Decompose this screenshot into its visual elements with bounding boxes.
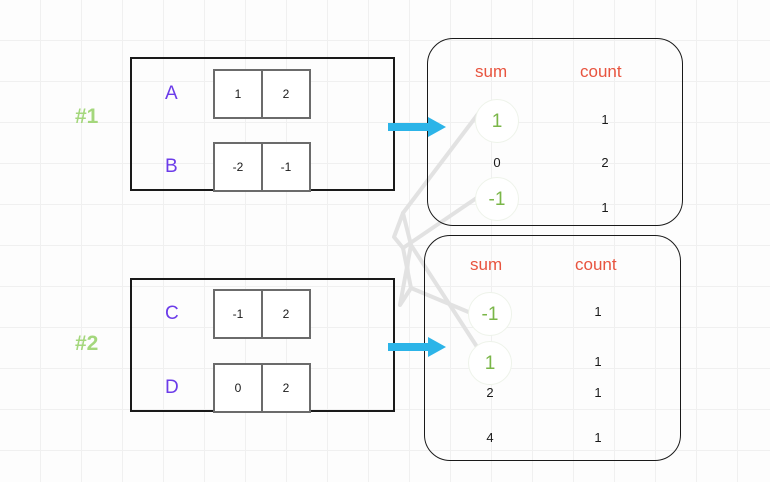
aggregate-table-1 <box>427 38 683 226</box>
aggregate-1-sum-2: -1 <box>475 177 519 221</box>
cell: -2 <box>213 142 263 192</box>
partition-2-row-d-cells: 0 2 <box>213 363 311 413</box>
step-label-1: #1 <box>75 105 99 128</box>
aggregate-1-header-sum: sum <box>475 62 508 81</box>
partition-1-row-label-a: A <box>165 83 178 104</box>
partition-2-row-label-d: D <box>165 377 179 398</box>
aggregate-1-sum-1: 0 <box>493 155 501 170</box>
cell: -1 <box>261 142 311 192</box>
partition-2-row-label-c: C <box>165 303 179 324</box>
cell: 2 <box>261 363 311 413</box>
link-stub-upper <box>392 211 405 250</box>
aggregate-table-2 <box>424 235 681 461</box>
link-stub-lower <box>398 243 413 307</box>
cell: 0 <box>213 363 263 413</box>
cell: 2 <box>261 289 311 339</box>
aggregate-2-count-2: 1 <box>594 385 602 400</box>
partition-2-row-c-cells: -1 2 <box>213 289 311 339</box>
aggregate-2-count-3: 1 <box>594 430 602 445</box>
partition-1-row-b-cells: -2 -1 <box>213 142 311 192</box>
partition-1-row-a-cells: 1 2 <box>213 69 311 119</box>
cell: 1 <box>213 69 263 119</box>
aggregate-1-count-2: 1 <box>601 200 609 215</box>
aggregate-1-header-count: count <box>580 62 622 81</box>
aggregate-1-count-0: 1 <box>601 112 609 127</box>
aggregate-2-sum-3: 4 <box>486 430 494 445</box>
aggregate-2-count-1: 1 <box>594 354 602 369</box>
step-label-2: #2 <box>75 332 99 355</box>
cell: 2 <box>261 69 311 119</box>
aggregate-2-sum-2: 2 <box>486 385 494 400</box>
aggregate-2-header-sum: sum <box>470 255 503 274</box>
aggregate-2-header-count: count <box>575 255 617 274</box>
aggregate-1-count-1: 2 <box>601 155 609 170</box>
cell: -1 <box>213 289 263 339</box>
aggregate-1-sum-0: 1 <box>475 99 519 143</box>
aggregate-2-sum-1: 1 <box>468 341 512 385</box>
aggregate-2-sum-0: -1 <box>468 292 512 336</box>
partition-1-row-label-b: B <box>165 156 178 177</box>
aggregate-2-count-0: 1 <box>594 304 602 319</box>
